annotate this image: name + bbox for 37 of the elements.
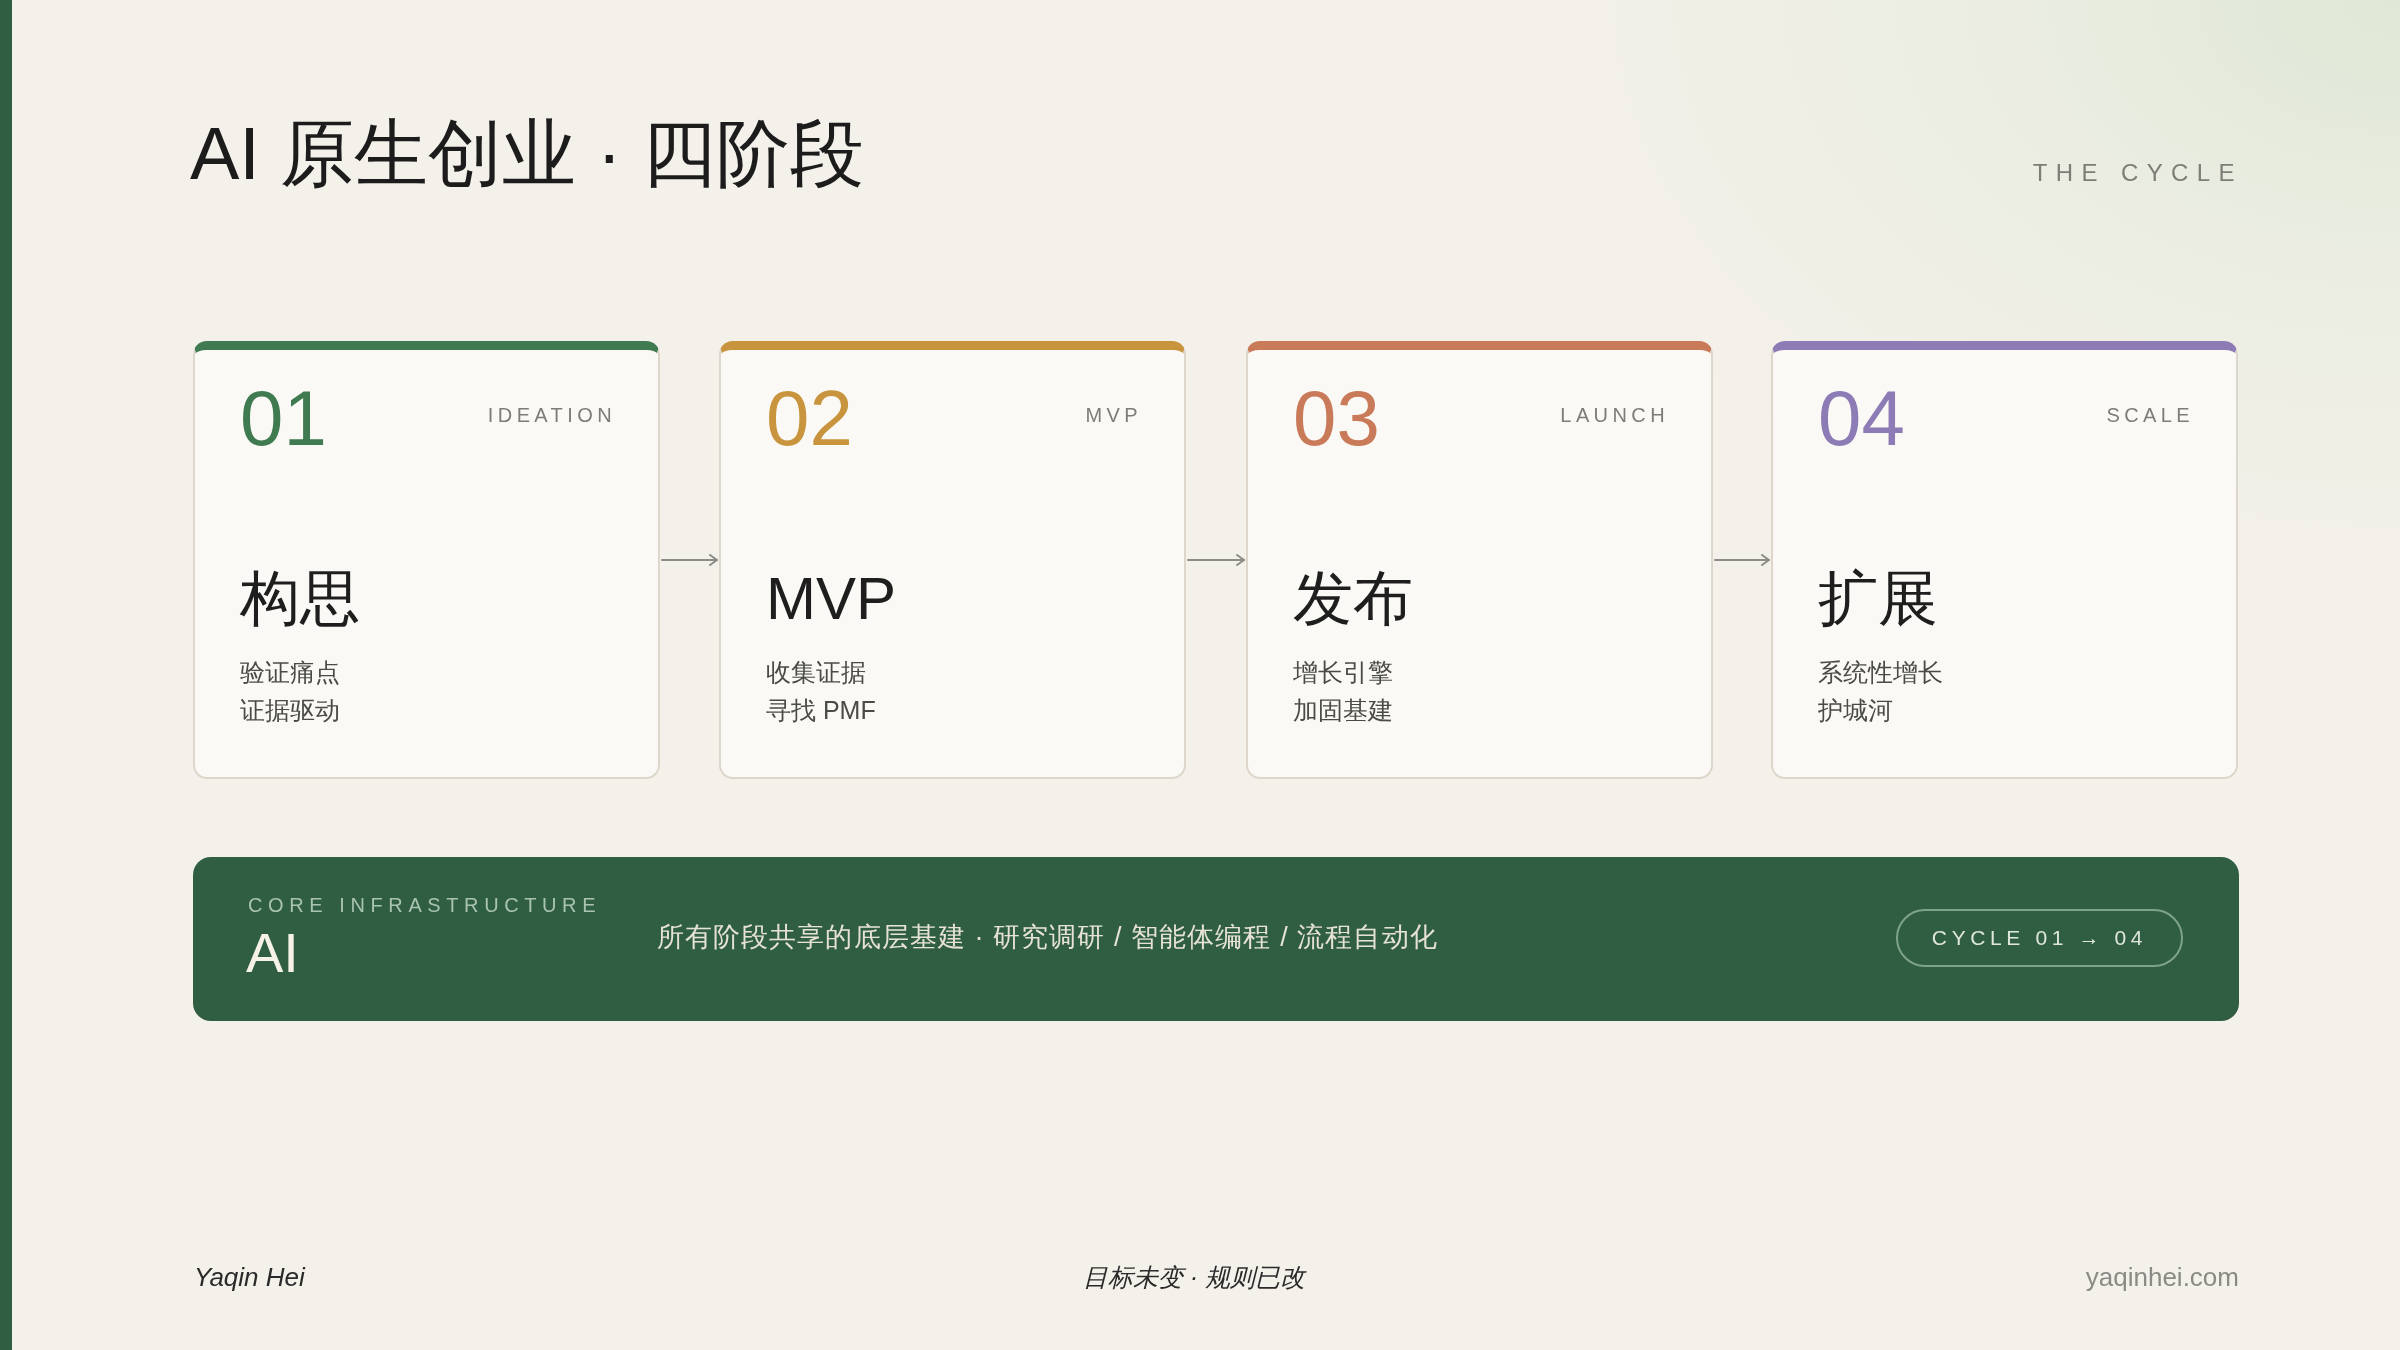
slide-title: AI 原生创业 · 四阶段 <box>190 111 865 197</box>
arrow <box>661 554 718 566</box>
stage-title: 扩展 <box>1818 565 1938 633</box>
website-address: yaqinhei.com <box>2085 1261 2239 1293</box>
stage-tag: MVP <box>1085 403 1142 427</box>
stage-tag: SCALE <box>2106 403 2194 427</box>
stage-detail: 加固基建 <box>1293 695 1393 726</box>
section-tag: THE CYCLE <box>2032 159 2243 187</box>
stage-number: 04 <box>1818 378 1905 458</box>
stage-card <box>1246 341 1713 779</box>
stage-number: 02 <box>766 378 853 458</box>
stage-card <box>719 341 1186 779</box>
infrastructure-band <box>193 857 2239 1021</box>
stage-number: 01 <box>240 378 327 458</box>
stage-tag: LAUNCH <box>1560 403 1669 427</box>
stage-detail: 证据驱动 <box>240 695 340 726</box>
footer-motto: 目标未变 · 规则已改 <box>1082 1262 1306 1293</box>
band-description: 所有阶段共享的底层基建 · 研究调研 / 智能体编程 / 流程自动化 <box>657 921 1438 954</box>
stage-detail: 护城河 <box>1818 695 1894 726</box>
stage-detail: 系统性增长 <box>1818 657 1943 688</box>
stage-detail: 寻找 PMF <box>766 695 876 726</box>
arrow <box>1187 554 1245 566</box>
stage-detail: 增长引擎 <box>1293 657 1393 688</box>
band-title: AI <box>246 921 299 985</box>
stage-title: 发布 <box>1293 565 1413 633</box>
cycle-pill: CYCLE 01 → 04 <box>1896 909 2183 967</box>
stage-detail: 收集证据 <box>766 657 867 688</box>
stage-title: 构思 <box>240 565 360 633</box>
stage-card <box>1771 341 2238 779</box>
arrow <box>1714 554 1770 566</box>
stage-detail: 验证痛点 <box>240 657 340 688</box>
band-caption: CORE INFRASTRUCTURE <box>248 893 602 917</box>
stage-tag: IDEATION <box>487 403 616 427</box>
stage-number: 03 <box>1293 378 1380 458</box>
stage-title: MVP <box>766 565 897 633</box>
stage-card <box>193 341 660 779</box>
author-name: Yaqin Hei <box>194 1261 305 1293</box>
